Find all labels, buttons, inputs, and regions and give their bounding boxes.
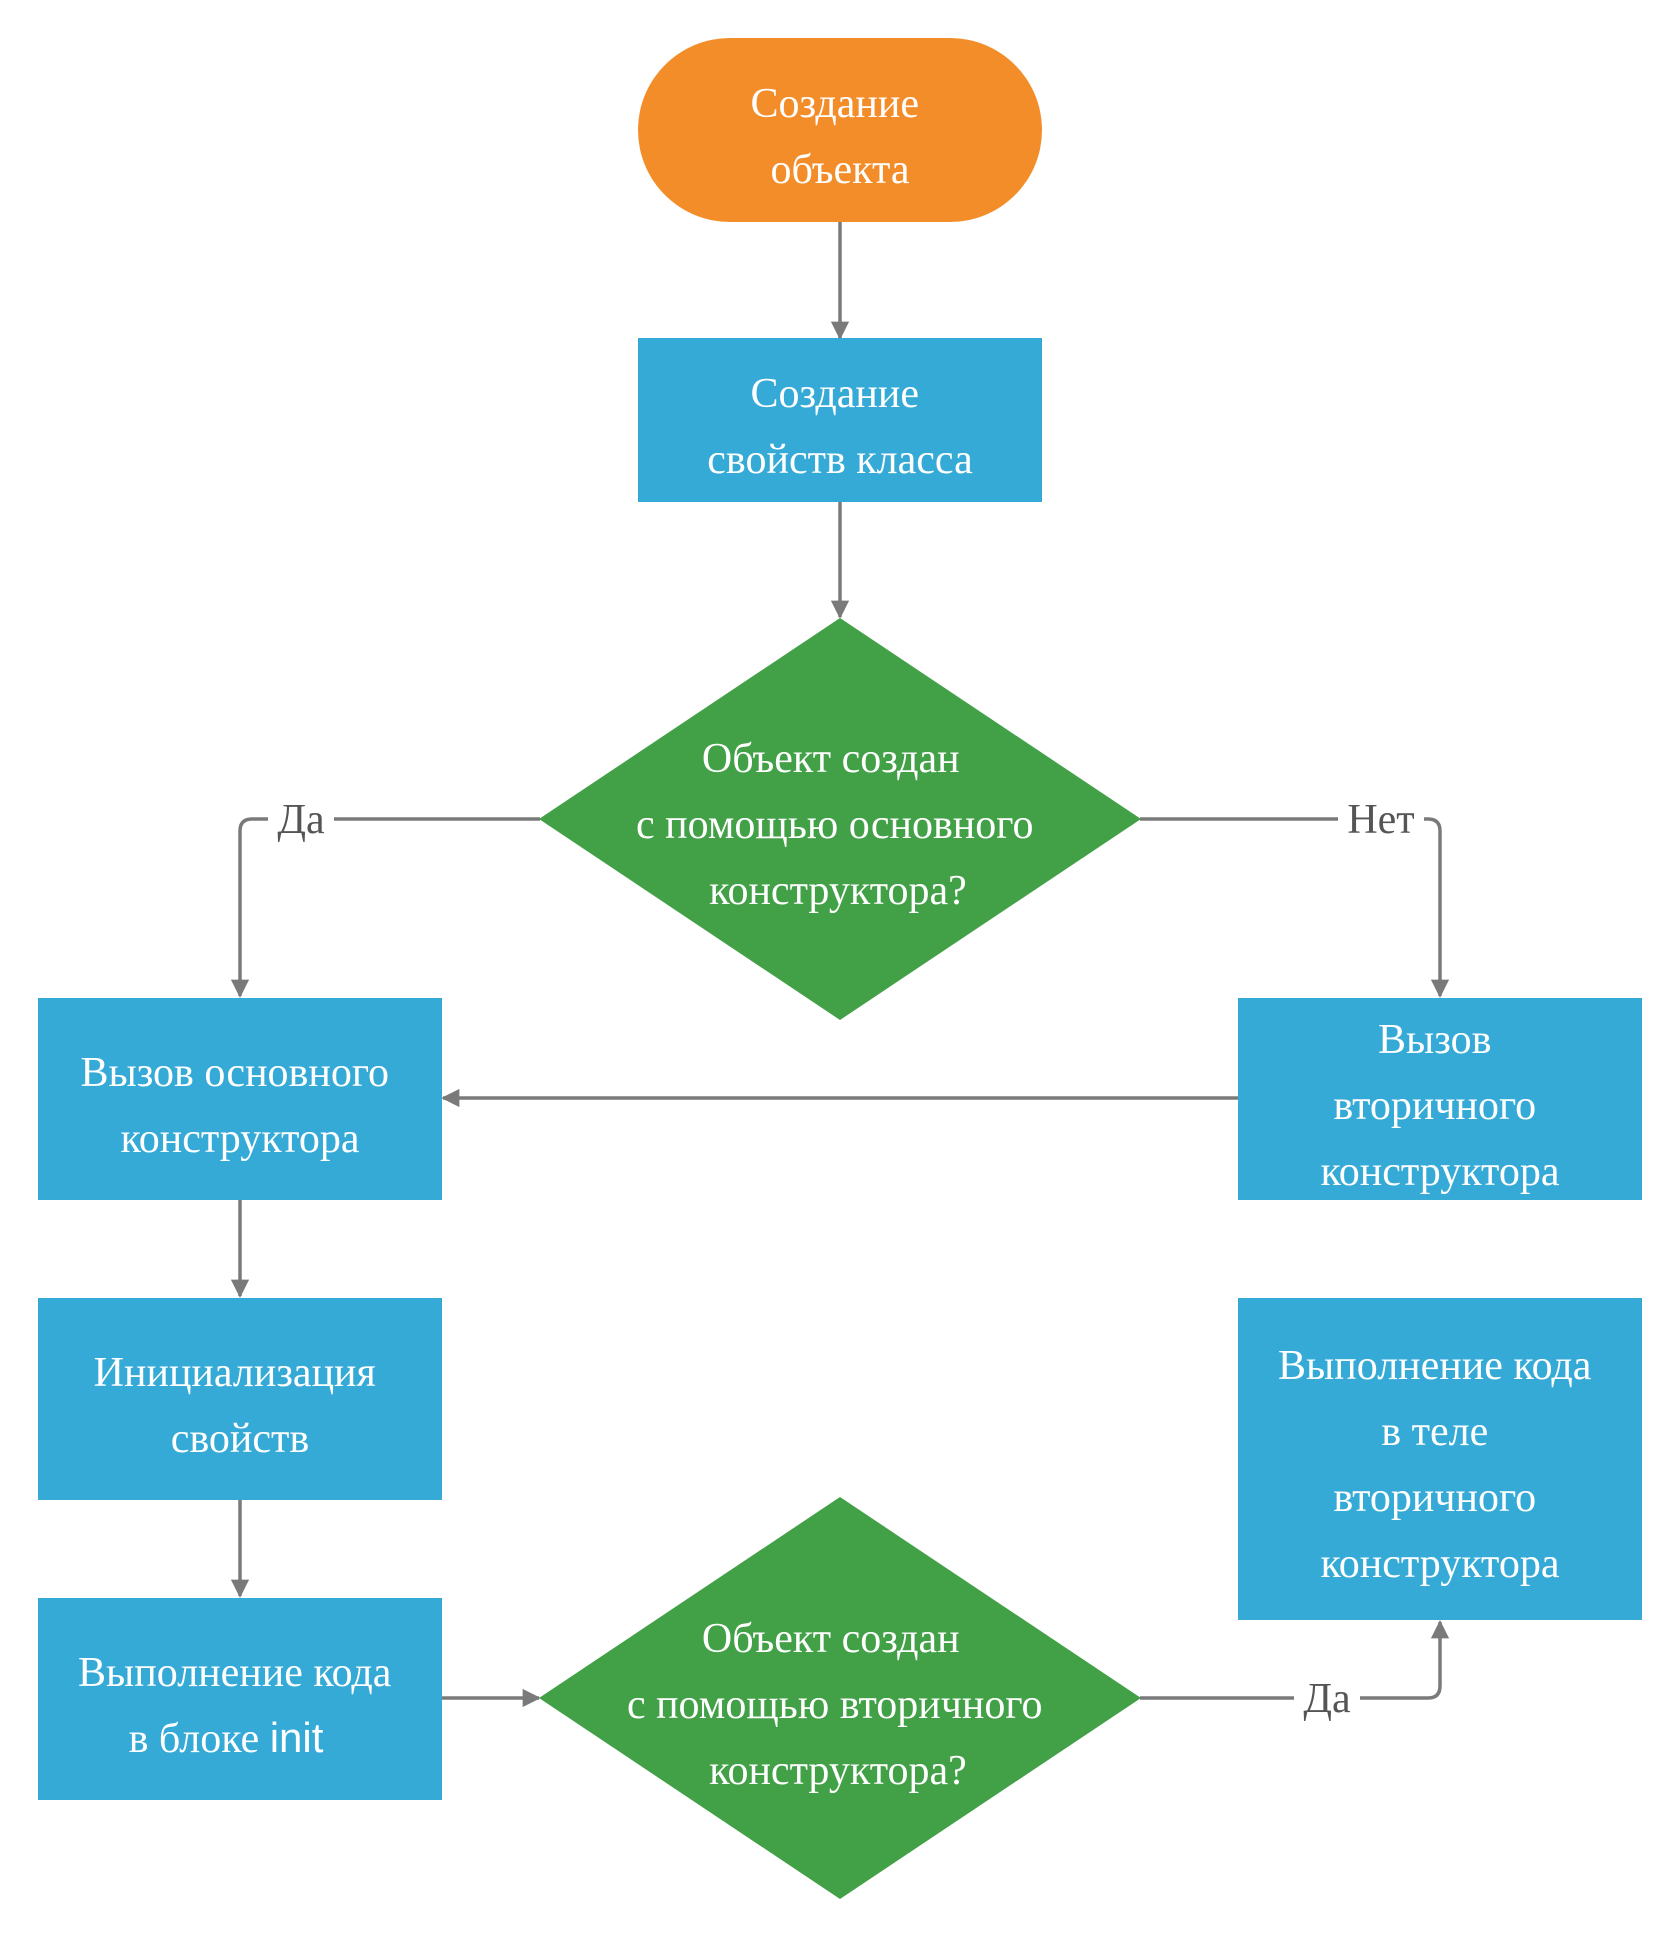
svg-text:Объект создан с помощью: Объект создан с помощью основного констр… [636, 736, 1044, 914]
call-primary-line2: конструктора [121, 1116, 360, 1162]
svg-text:Объект создан с помощью: Объект создан с помощью вторичного конст… [627, 1616, 1053, 1794]
decision-secondary-constructor: Объект создан с помощью вторичного конст… [539, 1497, 1141, 1899]
call-primary-constructor-box: Вызов основного конструктора [38, 998, 442, 1200]
svg-text:Создание объекта: Создание объекта [751, 81, 930, 193]
decision-secondary-line3: конструктора? [709, 1748, 967, 1794]
svg-text:Инициализация свойств: Инициализация свойств [94, 1350, 387, 1462]
svg-text:Выполнение кода в теле: Выполнение кода в теле вторичного констр… [1278, 1343, 1602, 1587]
decision-secondary-line2: с помощью вторичного [627, 1682, 1043, 1728]
create-properties-line2: свойств класса [707, 437, 973, 483]
decision-primary-constructor: Объект создан с помощью основного констр… [539, 618, 1141, 1020]
call-secondary-constructor-box: Вызов вторичного конструктора [1238, 998, 1642, 1200]
exec-init-line1: Выполнение кода [78, 1650, 392, 1696]
execute-secondary-body-box: Выполнение кода в теле вторичного констр… [1238, 1298, 1642, 1620]
initialize-properties-box: Инициализация свойств [38, 1298, 442, 1500]
edges [230, 222, 1450, 1708]
start-label-line2: объекта [770, 147, 909, 193]
exec-init-keyword: init [270, 1714, 324, 1761]
svg-text:Вызов вторичного к: Вызов вторичного конструктора [1321, 1017, 1560, 1195]
exec-secondary-line2: в теле [1381, 1409, 1488, 1455]
start-label-line1: Создание [751, 81, 919, 127]
create-properties-box: Создание свойств класса [638, 338, 1042, 502]
call-secondary-line2: вторичного [1333, 1083, 1536, 1129]
edge-decision-yes-to-call-primary [230, 817, 540, 998]
svg-text:Создание свойств класса: Создание свойств класса [707, 371, 973, 483]
decision-primary-line3: конструктора? [709, 868, 967, 914]
call-primary-line1: Вызов основного [80, 1050, 389, 1096]
exec-secondary-line1: Выполнение кода [1278, 1343, 1592, 1389]
edge-label-yes-left: Да [277, 797, 325, 843]
call-secondary-line3: конструктора [1321, 1149, 1560, 1195]
edge-decision-no-to-call-secondary [1140, 817, 1450, 998]
call-secondary-line1: Вызов [1378, 1017, 1491, 1063]
init-props-line2: свойств [171, 1416, 310, 1462]
decision-primary-line1: Объект создан [702, 736, 960, 782]
edge-label-yes-bottom: Да [1303, 1676, 1351, 1722]
exec-secondary-line4: конструктора [1321, 1541, 1560, 1587]
create-properties-line1: Создание [751, 371, 919, 417]
edge-decision-secondary-yes-to-exec-body [1140, 1620, 1450, 1700]
edge-label-no-right: Нет [1347, 797, 1414, 843]
exec-init-line2: в блоке [129, 1716, 270, 1762]
decision-secondary-line1: Объект создан [702, 1616, 960, 1662]
svg-text:Вызов основного конструк: Вызов основного конструктора [80, 1050, 399, 1162]
decision-primary-line2: с помощью основного [636, 802, 1033, 848]
start-terminal: Создание объекта [638, 38, 1042, 222]
edge-labels: Да Нет Да [268, 792, 1424, 1723]
exec-secondary-line3: вторичного [1333, 1475, 1536, 1521]
svg-text:Выполнение кода в блоке: Выполнение кода в блоке init [78, 1650, 402, 1762]
init-props-line1: Инициализация [94, 1350, 376, 1396]
execute-init-block-box: Выполнение кода в блоке init [38, 1598, 442, 1800]
